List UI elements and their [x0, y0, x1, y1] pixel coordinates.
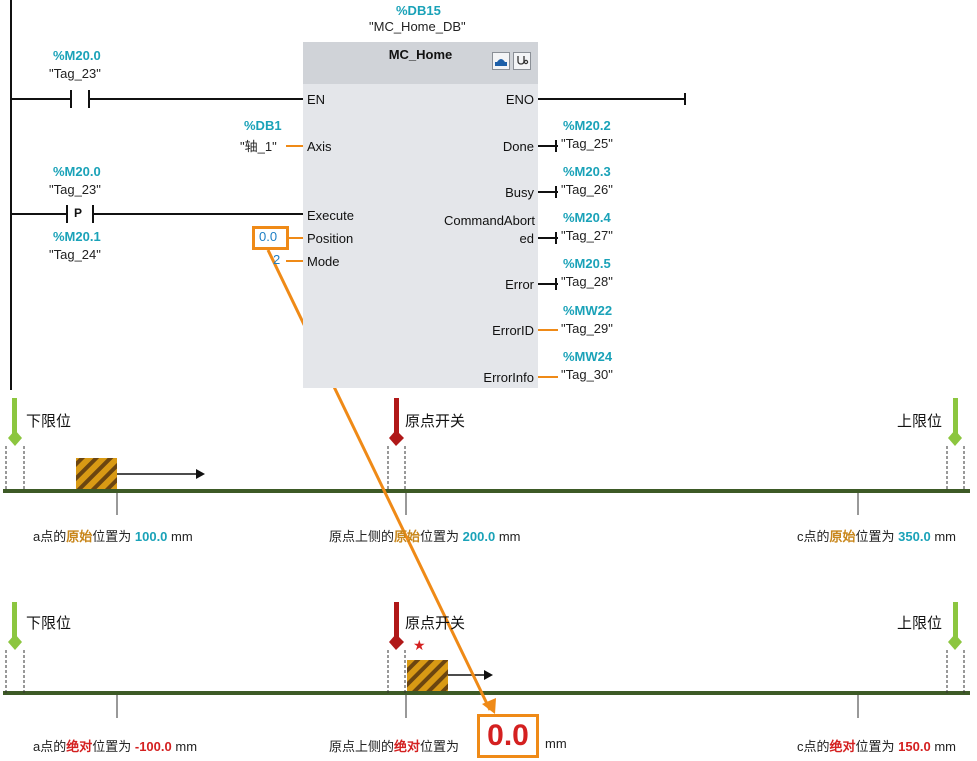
caption-a-original: a点的原始位置为 100.0 mm [33, 529, 193, 544]
pin-eno: ENO [505, 92, 534, 107]
error-address: %M20.5 [563, 256, 611, 271]
contact2-sub-address: %M20.1 [53, 229, 101, 244]
p-contact[interactable] [66, 205, 94, 223]
caption-home-original: 原点上侧的原始位置为 200.0 mm [329, 529, 521, 544]
busy-address: %M20.3 [563, 164, 611, 179]
contact2-tag: "Tag_23" [49, 182, 101, 197]
lower-limit-label-top: 下限位 [26, 413, 72, 430]
upper-limit-flag-top [946, 398, 965, 491]
pin-mode: Mode [307, 254, 340, 269]
error-id-tag: "Tag_29" [561, 321, 613, 336]
home-switch-label-bottom: 原点开关 [405, 615, 466, 632]
error-info-address: %MW24 [563, 349, 613, 364]
upper-limit-label-top: 上限位 [897, 413, 943, 430]
axis-tag: "轴_1" [240, 139, 277, 154]
pin-axis: Axis [307, 139, 332, 154]
block-header: MC_Home [303, 42, 538, 84]
caption-c-original: c点的原始位置为 350.0 mm [797, 529, 956, 544]
caption-a-absolute: a点的绝对位置为 -100.0 mm [33, 739, 198, 754]
error-id-address: %MW22 [563, 303, 613, 318]
contact1-address: %M20.0 [53, 48, 101, 63]
pin-en: EN [307, 92, 326, 107]
home-switch-label-top: 原点开关 [405, 413, 466, 430]
pin-position: Position [307, 231, 354, 246]
lower-limit-flag-top [5, 398, 25, 491]
mode-value[interactable]: 2 [273, 252, 281, 267]
network-icon[interactable] [492, 52, 510, 70]
pin-error: Error [505, 277, 534, 292]
instance-db-name: "MC_Home_DB" [369, 19, 466, 34]
home-absolute-unit: mm [545, 736, 567, 751]
home-switch-flag-bottom [387, 602, 406, 693]
pin-command-aborted-2: ed [519, 231, 534, 246]
contact1-tag: "Tag_23" [49, 66, 101, 81]
home-switch-flag-top [387, 398, 406, 491]
p-contact-symbol: P [74, 206, 83, 220]
caption-home-absolute: 原点上侧的绝对位置为 [329, 739, 460, 754]
position-highlight [252, 226, 289, 250]
lower-limit-label-bottom: 下限位 [26, 615, 72, 632]
pin-error-info: ErrorInfo [483, 370, 534, 385]
done-tag: "Tag_25" [561, 136, 613, 151]
upper-limit-flag-bottom [946, 602, 965, 693]
contact2-sub-tag: "Tag_24" [49, 247, 101, 262]
home-marker-star: ★ [413, 637, 426, 653]
error-tag: "Tag_28" [561, 274, 613, 289]
command-aborted-tag: "Tag_27" [561, 228, 613, 243]
pin-error-id: ErrorID [492, 323, 534, 338]
pin-command-aborted-1: CommandAbort [443, 213, 535, 228]
block-title: MC_Home [388, 47, 453, 62]
command-aborted-address: %M20.4 [563, 210, 611, 225]
load-block-bottom [407, 660, 448, 691]
pin-done: Done [502, 139, 534, 154]
busy-tag: "Tag_26" [561, 182, 613, 197]
lower-limit-flag-bottom [5, 602, 25, 693]
done-address: %M20.2 [563, 118, 611, 133]
stethoscope-icon[interactable] [513, 52, 531, 70]
caption-c-absolute: c点的绝对位置为 150.0 mm [797, 739, 956, 754]
load-block-top [76, 458, 117, 489]
pin-execute: Execute [307, 208, 354, 223]
pin-busy: Busy [505, 185, 534, 200]
mc-home-block[interactable]: MC_Home [303, 42, 538, 388]
home-absolute-value: 0.0 [477, 714, 539, 758]
upper-limit-label-bottom: 上限位 [897, 615, 943, 632]
contact2-address: %M20.0 [53, 164, 101, 179]
error-info-tag: "Tag_30" [561, 367, 613, 382]
axis-address: %DB1 [244, 118, 282, 133]
instance-db-address: %DB15 [396, 3, 441, 18]
no-contact[interactable] [70, 90, 90, 108]
position-value[interactable]: 0.0 [259, 229, 278, 244]
